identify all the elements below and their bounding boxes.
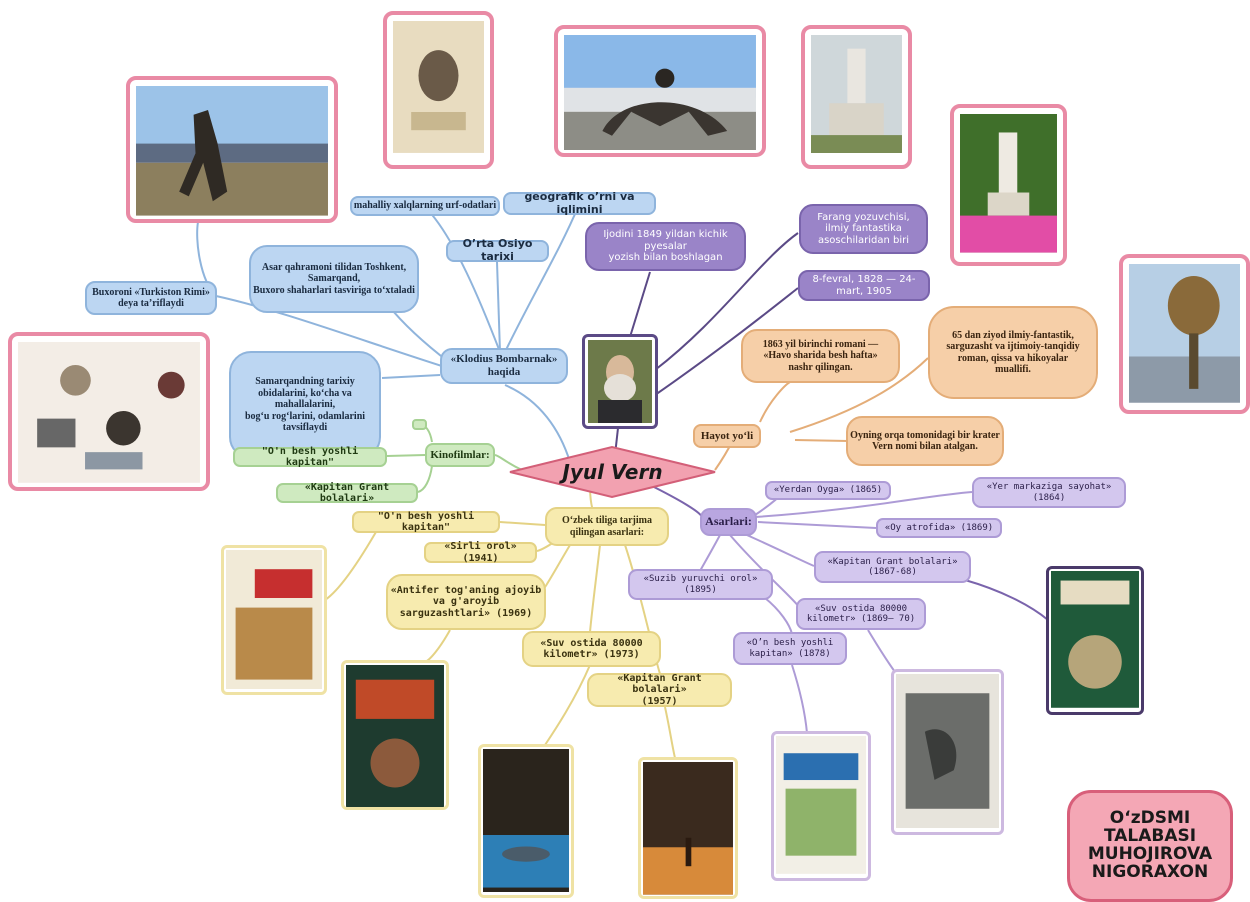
octopus-statue-photo xyxy=(554,25,766,157)
statue-photo-left xyxy=(126,76,338,223)
connector-suv-cover-y xyxy=(544,664,591,746)
connector-asarlari-oy xyxy=(757,521,877,529)
node-klodius[interactable]: «Klodius Bombarnak» haqida xyxy=(440,348,568,384)
cover-onbesh-image xyxy=(226,550,322,690)
node-geografik[interactable]: geografik o’rni va iqlimini xyxy=(503,190,656,215)
node-tarjima-suv[interactable]: «Suv ostida 80000 kilometr» (1973) xyxy=(522,631,661,667)
octopus-image xyxy=(564,35,756,151)
connector-suv-cover xyxy=(867,629,896,673)
connector-asarlari-suzib xyxy=(699,534,721,572)
node-kapitan-grant[interactable]: «Kapitan Grant bolalari» (1867-68) xyxy=(814,551,971,583)
node-tarjima-onbesh[interactable]: "O'n besh yoshli kapitan" xyxy=(352,511,500,533)
node-yerdan-oyga[interactable]: «Yerdan Oyga» (1865) xyxy=(765,481,891,500)
connector-center-klodius xyxy=(504,384,571,463)
cover-onbesh-ru-image xyxy=(776,736,866,874)
connector-klodius-tarix xyxy=(496,261,501,353)
balloon-photo xyxy=(1119,254,1250,414)
connector-hayot-oyning xyxy=(794,439,849,442)
collage-photo xyxy=(8,332,210,491)
node-kinofilmlar[interactable]: Kinofilmlar: xyxy=(425,443,495,467)
cover-kapitan-uz-image xyxy=(643,762,733,895)
node-oy-atrofida[interactable]: «Oy atrofida» (1869) xyxy=(876,518,1002,538)
node-ijodini[interactable]: Ijodini 1849 yildan kichik pyesalar yozi… xyxy=(585,222,746,271)
connector-klodius-urf xyxy=(427,209,501,353)
balloon-image xyxy=(1129,264,1240,403)
author-badge: O‘zDSMI TALABASI MUHOJIROVA NIGORAXON xyxy=(1067,790,1233,902)
connector-kino-item2 xyxy=(417,465,433,493)
book-cover-suv-ru xyxy=(891,669,1004,835)
connector-klodius-buxoro xyxy=(215,295,446,368)
node-buxoroni[interactable]: Buxoroni «Turkiston Rimi» deya ta’riflay… xyxy=(85,281,217,315)
node-farang[interactable]: Farang yozuvchisi, ilmiy fantastika asos… xyxy=(799,204,928,254)
connector-tarjima-suv xyxy=(589,544,601,633)
monument-flowers-photo xyxy=(950,104,1067,266)
portrait-image xyxy=(588,340,652,423)
connector-hayot-65 xyxy=(789,357,929,433)
book-cover-kapitan-ru xyxy=(1046,566,1144,715)
jules-verne-portrait xyxy=(582,334,658,429)
connector-kino-item1 xyxy=(386,454,426,457)
node-onbesh-yoshli[interactable]: «O’n besh yoshli kapitan» (1878) xyxy=(733,632,847,665)
connector-kapitan-cover xyxy=(964,579,1049,621)
center-node-shape xyxy=(509,445,716,499)
node-green-leaf xyxy=(412,419,427,430)
node-oyning[interactable]: Oyning orqa tomonidagi bir krater Vern n… xyxy=(846,416,1004,466)
node-sirli-orol[interactable]: «Sirli orol» (1941) xyxy=(424,541,537,564)
connector-hayot-1863 xyxy=(759,381,791,423)
cover-antifer-image xyxy=(346,665,444,807)
connector-tarjima-onbesh xyxy=(499,521,546,526)
connector-asarlari-yer xyxy=(754,491,973,518)
node-hayot-yoli[interactable]: Hayot yo‘li xyxy=(693,424,761,448)
connector-kapitan-cover-y xyxy=(664,706,676,759)
book-cover-onbesh-ru xyxy=(771,731,871,881)
connector-asarlari-kapitan xyxy=(739,531,815,567)
cover-suv-uz-image xyxy=(483,749,569,893)
center-node-label[interactable]: Jyul Vern xyxy=(562,460,663,484)
cover-suv-ru-image xyxy=(896,674,999,829)
node-date[interactable]: 8-fevral, 1828 — 24- mart, 1905 xyxy=(798,270,930,301)
flowers-image xyxy=(960,114,1057,253)
node-samarqand[interactable]: Samarqandning tarixiy obidalarini, ko‘ch… xyxy=(229,351,381,459)
node-urf-odatlari[interactable]: mahalliy xalqlarning urf-odatlari xyxy=(350,196,500,216)
node-65-dan[interactable]: 65 dan ziyod ilmiy-fantastik, sarguzasht… xyxy=(928,306,1098,399)
collage-image xyxy=(18,342,200,483)
portrait-engraving-photo xyxy=(383,11,494,169)
book-cover-suv-uz xyxy=(478,744,574,898)
connector-portrait-ijodini xyxy=(629,271,651,338)
node-1863[interactable]: 1863 yil birinchi romani — «Havo sharida… xyxy=(741,329,900,383)
statue-landscape-image xyxy=(136,86,328,216)
connector-onbesh-cover xyxy=(791,664,808,734)
connector-klodius-geografik xyxy=(504,206,579,353)
monument-image xyxy=(811,35,902,154)
cover-kapitan-ru-image xyxy=(1051,571,1139,708)
book-cover-onbesh-uz xyxy=(221,545,327,695)
book-cover-kapitan-uz xyxy=(638,757,738,899)
connector-portrait-date xyxy=(654,287,799,396)
connector-portrait-farang xyxy=(654,232,799,371)
node-asarlari[interactable]: Asarlari: xyxy=(700,508,757,536)
node-kino-onbesh[interactable]: "O'n besh yoshli kapitan" xyxy=(233,446,387,468)
node-suv-ostida[interactable]: «Suv ostida 80000 kilometr» (1869— 70) xyxy=(796,598,926,630)
connector-suzib-onbesh xyxy=(764,597,793,635)
connector-onbesh-cover-left xyxy=(324,524,381,601)
node-tarjima[interactable]: O‘zbek tiliga tarjima qilingan asarlari: xyxy=(545,507,669,546)
node-antifer[interactable]: «Antifer tog'aning ajoyib va g'aroyib sa… xyxy=(386,574,546,630)
connector-center-kino xyxy=(494,454,523,471)
book-cover-antifer xyxy=(341,660,449,810)
node-kino-kapitan[interactable]: «Kapitan Grant bolalari» xyxy=(276,482,418,504)
monument-photo-top xyxy=(801,25,912,169)
node-orta-osiyo[interactable]: O’rta Osiyo tarixi xyxy=(446,238,549,263)
connector-klodius-samarqand xyxy=(381,374,441,379)
node-tarjima-kapitan[interactable]: «Kapitan Grant bolalari» (1957) xyxy=(587,673,732,707)
node-suzib-orol[interactable]: «Suzib yuruvchi orol» (1895) xyxy=(628,569,773,600)
connector-antifer-cover xyxy=(424,629,451,663)
node-yer-markaziga[interactable]: «Yer markaziga sayohat» (1864) xyxy=(972,477,1126,508)
engraving-image xyxy=(393,21,484,153)
node-asar-qahramoni[interactable]: Asar qahramoni tilidan Toshkent, Samarqa… xyxy=(249,245,419,313)
